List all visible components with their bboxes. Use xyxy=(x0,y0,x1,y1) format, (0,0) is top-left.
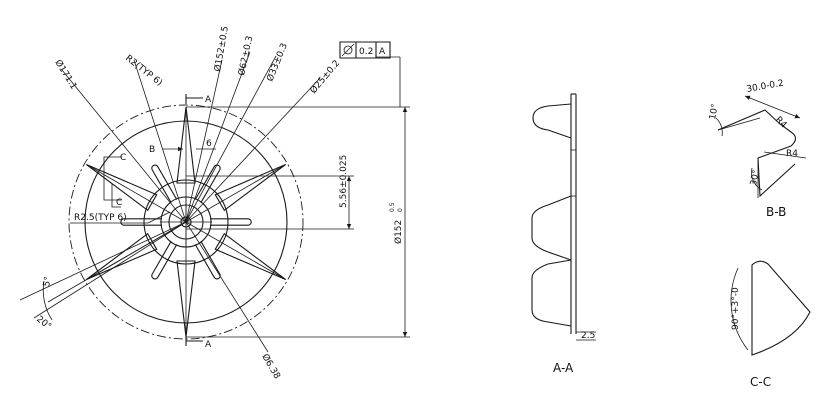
dim-dia-171: Ø171.1 xyxy=(52,58,79,92)
fcf-datum: A xyxy=(379,47,386,57)
dim-cc-90: 90°+3°-0 xyxy=(731,287,741,330)
section-aa-view xyxy=(532,94,596,340)
blade-group xyxy=(86,107,285,337)
dim-r2-typ6: R2(TYP 6) xyxy=(123,53,164,88)
hub-rib xyxy=(195,241,220,279)
label-section-aa: A-A xyxy=(553,361,574,375)
label-section-bb: B-B xyxy=(766,205,786,219)
hub-rib xyxy=(152,165,177,203)
section-mark-c-top: C xyxy=(120,153,126,163)
dim-bb-10deg: 10° xyxy=(708,103,721,120)
dim-r2-5-typ6: R2.5(TYP 6) xyxy=(74,213,127,223)
hub-rib xyxy=(152,241,177,279)
rib-group xyxy=(121,165,251,279)
dim-angle-5: 5° xyxy=(42,276,54,288)
dim-dia-62: Ø62±0.3 xyxy=(236,35,255,77)
dim-dia-25: Ø25±0.2 xyxy=(308,58,342,96)
dim-dia-152-tol: Ø152±0.5 xyxy=(212,25,231,72)
section-bb-view xyxy=(716,96,806,198)
section-cc-view xyxy=(731,261,810,355)
hub-rib xyxy=(210,219,251,225)
feature-control-frame xyxy=(340,42,390,58)
section-mark-b: B xyxy=(149,145,155,155)
dim-outer-152: Ø152 xyxy=(393,220,404,244)
dim-bb-30deg: 30° xyxy=(749,169,762,186)
dim-bb-r4-b: R4 xyxy=(786,149,798,159)
dim-outer-152-lower: 0 xyxy=(397,208,404,212)
dim-six: 6 xyxy=(206,139,212,149)
hub-rib xyxy=(121,219,162,225)
dim-dia-6-38: Ø6.38 xyxy=(259,352,282,381)
hub-rib xyxy=(195,165,220,203)
dim-dia-33: Ø33±0.3 xyxy=(265,42,290,84)
dim-outer-152-upper: 0.5 xyxy=(389,202,396,212)
fcf-tolerance: 0.2 xyxy=(359,47,373,57)
dim-depth-5-56: 5.56±0.025 xyxy=(339,155,349,208)
section-mark-a-bottom: A xyxy=(205,340,212,350)
dim-aa-2-5: 2.5 xyxy=(581,331,595,341)
main-view xyxy=(20,42,410,352)
blade-outline xyxy=(215,165,285,211)
label-section-cc: C-C xyxy=(750,375,771,389)
section-mark-a-top: A xyxy=(205,95,212,105)
blade-outline xyxy=(215,234,285,280)
blade-centerline xyxy=(186,222,286,280)
blade-centerline xyxy=(186,165,286,223)
section-mark-c-bottom: C xyxy=(116,198,122,208)
dim-bb-30: 30.0-0.2 xyxy=(746,79,785,95)
